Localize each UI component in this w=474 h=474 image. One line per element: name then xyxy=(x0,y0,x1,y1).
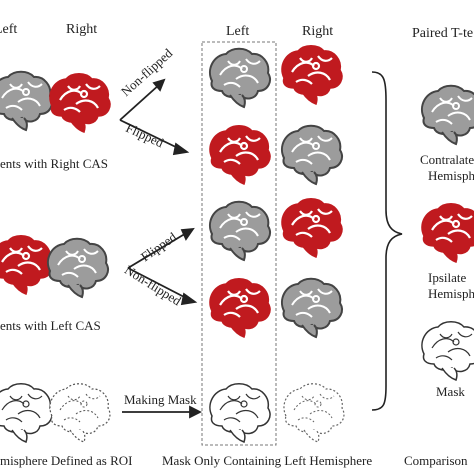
brain-icon xyxy=(49,383,111,443)
brain-icon xyxy=(421,321,474,381)
brain-icon xyxy=(46,237,109,298)
brain-icon xyxy=(208,47,271,108)
header-left: Left xyxy=(0,22,18,37)
brain-icon xyxy=(0,383,53,443)
brain-icon xyxy=(420,84,474,145)
header-right: Right xyxy=(66,22,98,37)
label-making-mask: Making Mask xyxy=(124,392,197,407)
left-hemisphere-box xyxy=(201,41,277,446)
brain-icon xyxy=(283,383,345,443)
brain-icon xyxy=(0,70,53,131)
brain-icon xyxy=(209,278,271,338)
header-paired-t-test: Paired T-te xyxy=(412,26,474,41)
caption-comparison: Comparison xyxy=(404,453,468,468)
brain-icon xyxy=(280,277,343,338)
header-mid-left: Left xyxy=(226,24,250,39)
header-mid-right: Right xyxy=(302,24,334,39)
label-ipsilateral-2: Hemisphe xyxy=(428,286,474,301)
brain-icon xyxy=(209,125,271,185)
brain-icon xyxy=(280,124,343,185)
arrow-flipped-mid xyxy=(127,227,195,269)
brain-icon xyxy=(49,73,111,133)
curly-brace xyxy=(371,71,403,411)
arrow-non-flipped-top xyxy=(119,78,166,121)
brain-icon xyxy=(0,235,53,295)
label-contralateral-2: Hemisphe xyxy=(428,168,474,183)
brain-icon xyxy=(281,45,343,105)
arrow-flipped-top xyxy=(119,119,190,156)
caption-roi: misphere Defined as ROI xyxy=(0,453,133,468)
label-ipsilateral-1: Ipsilate xyxy=(428,270,467,285)
brain-icon xyxy=(208,200,271,261)
label-contralateral-1: Contralate xyxy=(420,152,474,167)
brain-icon xyxy=(281,198,343,258)
arrow-making-mask xyxy=(122,405,203,419)
caption-mask-left: Mask Only Containing Left Hemisphere xyxy=(162,453,373,468)
brain-icon xyxy=(209,383,271,443)
arrow-non-flipped-mid xyxy=(127,267,198,306)
brain-icon xyxy=(421,203,474,263)
label-mask: Mask xyxy=(436,384,465,399)
caption-right-cas: ents with Right CAS xyxy=(0,156,108,171)
caption-left-cas: ents with Left CAS xyxy=(0,318,101,333)
